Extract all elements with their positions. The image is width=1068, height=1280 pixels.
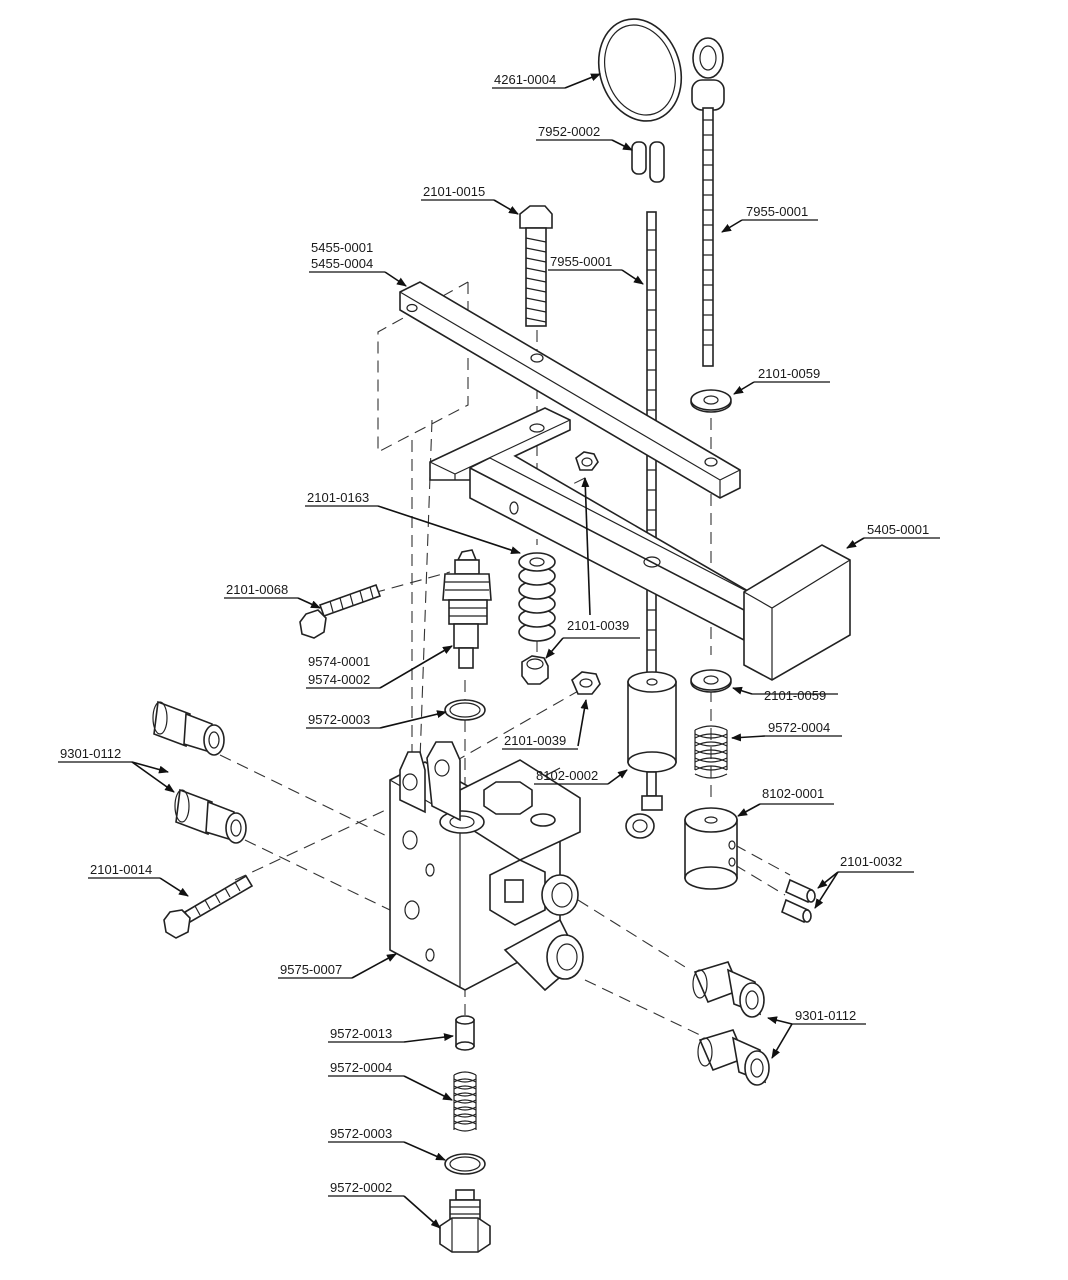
nut-2101-0039 [521, 655, 549, 685]
fitting-9301-0112-left-upper [152, 700, 225, 756]
spring-9572-0004-bottom [453, 1071, 477, 1132]
eye-rod-7955-0001 [691, 37, 725, 367]
spring-9572-0004-right [694, 725, 728, 779]
o-ring-9572-0003-bottom [444, 1153, 486, 1175]
collar-8102-0001 [684, 807, 738, 890]
label-9572-0003-bottom: 9572-0003 [330, 1126, 392, 1141]
label-2101-0163: 2101-0163 [307, 490, 369, 505]
label-8102-0001: 8102-0001 [762, 786, 824, 801]
label-2101-0039-upper: 2101-0039 [567, 618, 629, 633]
leader-lines [131, 73, 865, 1229]
fitting-9301-0112-right-upper [692, 961, 765, 1018]
lever-bar-5455 [399, 281, 741, 499]
label-9572-0002: 9572-0002 [330, 1180, 392, 1195]
bolt-2101-0014 [163, 874, 254, 939]
label-2101-0032: 2101-0032 [840, 854, 902, 869]
label-8102-0002: 8102-0002 [536, 768, 598, 783]
o-ring-4261-0004 [597, 18, 683, 122]
label-9572-0004-right: 9572-0004 [768, 720, 830, 735]
label-2101-0015: 2101-0015 [423, 184, 485, 199]
label-2101-0059-bottom: 2101-0059 [764, 688, 826, 703]
label-9301-0112-left: 9301-0112 [60, 746, 121, 761]
label-4261-0004: 4261-0004 [494, 72, 556, 87]
label-7952-0002: 7952-0002 [538, 124, 600, 139]
label-9574-0002: 9574-0002 [308, 672, 370, 687]
clip-7952-0002 [631, 141, 665, 183]
label-2101-0059-top: 2101-0059 [758, 366, 820, 381]
label-5455-0001: 5455-0001 [311, 240, 373, 255]
label-2101-0039-lower: 2101-0039 [504, 733, 566, 748]
frame-5405-0001 [429, 407, 851, 681]
label-9572-0013: 9572-0013 [330, 1026, 392, 1041]
fitting-9301-0112-left-lower [174, 788, 247, 844]
bolt-2101-0015 [519, 205, 553, 327]
label-5405-0001: 5405-0001 [867, 522, 929, 537]
valve-9574 [442, 549, 492, 669]
o-ring-9572-0003-upper [444, 699, 486, 721]
label-5455-0004: 5455-0004 [311, 256, 373, 271]
label-9572-0003-upper: 9572-0003 [308, 712, 370, 727]
spring-washers-2101-0163 [518, 552, 556, 642]
plug-9572-0002 [439, 1189, 491, 1253]
poppet-9572-0013 [455, 1015, 475, 1051]
bolt-2101-0068 [299, 583, 382, 639]
label-7955-0001-right: 7955-0001 [746, 204, 808, 219]
weight-8102-0002 [625, 671, 677, 839]
part-labels: 4261-0004 7952-0002 2101-0015 7955-0001 … [58, 72, 940, 1197]
nut-2101-0039-lower [571, 671, 601, 695]
label-9301-0112-right: 9301-0112 [795, 1008, 856, 1023]
label-9574-0001: 9574-0001 [308, 654, 370, 669]
valve-body-9575-0007 [389, 741, 584, 992]
fitting-9301-0112-right-lower [697, 1029, 770, 1086]
label-7955-0001-mid: 7955-0001 [550, 254, 612, 269]
nut-2101-0039-top [575, 451, 599, 471]
set-screws-2101-0032 [781, 878, 816, 924]
label-2101-0014: 2101-0014 [90, 862, 152, 877]
label-9572-0004-bottom: 9572-0004 [330, 1060, 392, 1075]
label-9575-0007: 9575-0007 [280, 962, 342, 977]
washer-2101-0059-top [690, 389, 732, 413]
washer-2101-0059-bottom [690, 669, 732, 693]
label-2101-0068: 2101-0068 [226, 582, 288, 597]
